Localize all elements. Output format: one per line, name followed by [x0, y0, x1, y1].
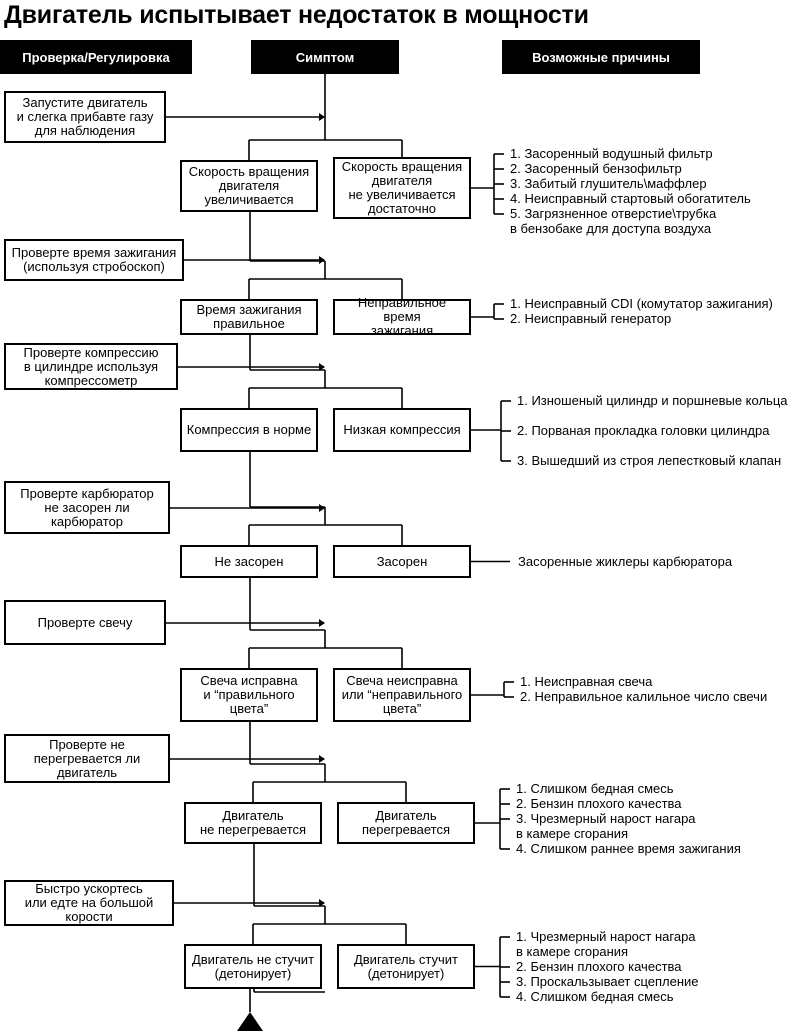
- cause-item: 2. Бензин плохого качества: [516, 959, 682, 974]
- cause-item: 3. Вышедший из строя лепестковый клапан: [517, 453, 782, 468]
- ok-symptom-box: Двигатель не перегревается: [184, 802, 322, 844]
- check-box: Запустите двигатель и слегка прибавте га…: [4, 91, 166, 143]
- ok-symptom-box: Двигатель не стучит (детонирует): [184, 944, 322, 989]
- ok-symptom-box: Свеча исправна и “правильного цвета”: [180, 668, 318, 722]
- fault-symptom-box: Двигатель перегревается: [337, 802, 475, 844]
- cause-item: 1. Неисправный CDI (комутатор зажигания): [510, 296, 773, 311]
- cause-item: 2. Засоренный бензофильтр: [510, 161, 682, 176]
- check-box: Проверте свечу: [4, 600, 166, 645]
- cause-item: 5. Загрязненное отверстие\трубка в бензо…: [510, 206, 717, 236]
- cause-item: 1. Изношеный цилиндр и поршневые кольца: [517, 393, 788, 408]
- cause-item: 4. Неисправный стартовый обогатитель: [510, 191, 751, 206]
- header-causes: Возможные причины: [502, 40, 700, 74]
- cause-item: 3. Забитый глушитель\маффлер: [510, 176, 707, 191]
- check-box: Проверте не перегревается ли двигатель: [4, 734, 170, 783]
- fault-symptom-box: Скорость вращения двигателя не увеличива…: [333, 157, 471, 219]
- cause-item: 1. Чрезмерный нарост нагара в камере сго…: [516, 929, 696, 959]
- fault-symptom-box: Двигатель стучит (детонирует): [337, 944, 475, 989]
- cause-item: 2. Бензин плохого качества: [516, 796, 682, 811]
- cause-list: 1. Неисправный CDI (комутатор зажигания)…: [510, 296, 773, 326]
- check-box: Проверте компрессию в цилиндре используя…: [4, 343, 178, 390]
- cause-list: 1. Чрезмерный нарост нагара в камере сго…: [516, 929, 699, 1004]
- fault-symptom-box: Низкая компрессия: [333, 408, 471, 452]
- check-box: Проверте карбюратор не засорен ли карбюр…: [4, 481, 170, 534]
- ok-symptom-box: Время зажигания правильное: [180, 299, 318, 335]
- header-check: Проверка/Регулировка: [0, 40, 192, 74]
- cause-item: 2. Неисправный генератор: [510, 311, 672, 326]
- page-title: Двигатель испытывает недостаток в мощнос…: [4, 1, 589, 29]
- cause-item: 1. Неисправная свеча: [520, 674, 653, 689]
- fault-symptom-box: Свеча неисправна или “неправильного цвет…: [333, 668, 471, 722]
- cause-text: Засоренные жиклеры карбюратора: [518, 553, 733, 569]
- check-box: Быстро ускортесь или едте на большой кор…: [4, 880, 174, 926]
- ok-symptom-box: Компрессия в норме: [180, 408, 318, 452]
- fault-symptom-box: Засорен: [333, 545, 471, 578]
- cause-item: 2. Порваная прокладка головки цилиндра: [517, 423, 770, 438]
- cause-item: 2. Неправильное калильное число свечи: [520, 689, 768, 704]
- cause-item: 3. Проскальзывает сцепление: [516, 974, 699, 989]
- cause-item: 3. Чрезмерный нарост нагара в камере сго…: [516, 811, 696, 841]
- ok-symptom-box: Скорость вращения двигателя увеличиваетс…: [180, 160, 318, 212]
- fault-symptom-box: Неправильное время зажигания: [333, 296, 471, 338]
- cause-item: 1. Слишком бедная смесь: [516, 781, 674, 796]
- cause-item: 4. Слишком бедная смесь: [516, 989, 674, 1004]
- cause-item: 1. Засоренный водушный фильтр: [510, 146, 713, 161]
- check-box: Проверте время зажигания (используя стро…: [4, 239, 184, 281]
- ok-symptom-box: Не засорен: [180, 545, 318, 578]
- cause-item: 4. Слишком раннее время зажигания: [516, 841, 741, 856]
- header-symptom: Симптом: [251, 40, 399, 74]
- cause-list: 1. Изношеный цилиндр и поршневые кольца 2…: [517, 393, 788, 483]
